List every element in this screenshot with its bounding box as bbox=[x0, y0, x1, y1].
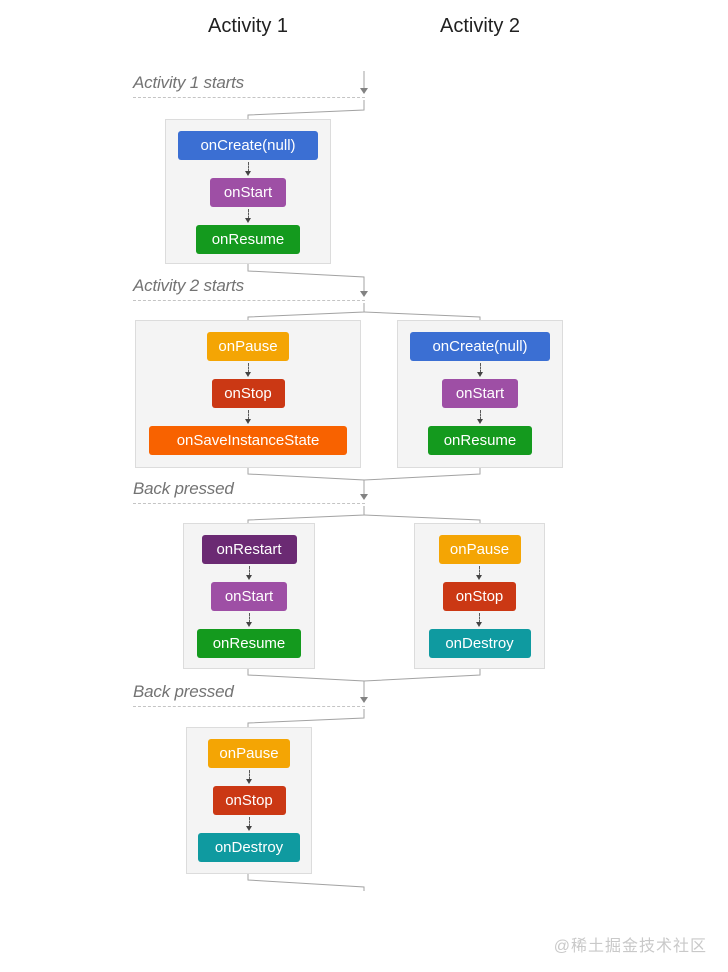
lifecycle-state-onrestart: onRestart bbox=[201, 535, 297, 564]
lifecycle-state-onresume: onResume bbox=[196, 225, 300, 254]
divider-activity-2-starts: Activity 2 starts bbox=[133, 276, 365, 301]
lifecycle-state-onsaveinstancestate: onSaveInstanceState bbox=[149, 426, 347, 455]
lifecycle-state-onpause: onPause bbox=[208, 739, 290, 768]
down-arrow-icon bbox=[476, 410, 485, 424]
down-arrow-icon bbox=[475, 566, 484, 580]
down-arrow-icon bbox=[244, 162, 253, 176]
down-arrow-icon bbox=[244, 410, 253, 424]
divider-label: Activity 1 starts bbox=[133, 73, 244, 92]
divider-activity-1-starts: Activity 1 starts bbox=[133, 73, 365, 98]
lifecycle-state-onpause: onPause bbox=[438, 535, 521, 564]
lifecycle-state-onpause: onPause bbox=[207, 332, 289, 361]
divider-label: Activity 2 starts bbox=[133, 276, 244, 295]
down-arrow-icon bbox=[244, 209, 253, 223]
lifecycle-state-ondestroy: onDestroy bbox=[428, 629, 531, 658]
stage-box-activity2-destroy: onPause onStop onDestroy bbox=[414, 523, 545, 669]
column-header-activity-1: Activity 1 bbox=[207, 15, 289, 37]
down-arrowheads bbox=[360, 88, 368, 703]
lifecycle-state-onstart: onStart bbox=[442, 379, 518, 408]
lifecycle-state-onstop: onStop bbox=[212, 786, 286, 815]
down-arrow-icon bbox=[245, 613, 254, 627]
lifecycle-state-ondestroy: onDestroy bbox=[198, 833, 300, 862]
down-arrow-icon bbox=[244, 363, 253, 377]
down-arrow-icon bbox=[476, 363, 485, 377]
down-arrow-icon bbox=[245, 817, 254, 831]
lifecycle-state-onstart: onStart bbox=[211, 582, 287, 611]
lifecycle-state-onstart: onStart bbox=[210, 178, 286, 207]
divider-back-pressed-2: Back pressed bbox=[133, 682, 365, 707]
stage-box-activity1-destroy: onPause onStop onDestroy bbox=[186, 727, 312, 874]
lifecycle-state-onstop: onStop bbox=[443, 582, 516, 611]
down-arrow-icon bbox=[245, 566, 254, 580]
watermark: @稀土掘金技术社区 bbox=[553, 938, 707, 955]
stage-box-activity2-create: onCreate(null) onStart onResume bbox=[397, 320, 563, 468]
lifecycle-state-onresume: onResume bbox=[197, 629, 301, 658]
lifecycle-state-oncreate: onCreate(null) bbox=[410, 332, 550, 361]
lifecycle-state-onresume: onResume bbox=[428, 426, 532, 455]
column-header-activity-2: Activity 2 bbox=[439, 15, 521, 37]
divider-back-pressed-1: Back pressed bbox=[133, 479, 365, 504]
stage-box-activity1-create: onCreate(null) onStart onResume bbox=[165, 119, 331, 264]
down-arrow-icon bbox=[475, 613, 484, 627]
stage-box-activity1-pause: onPause onStop onSaveInstanceState bbox=[135, 320, 361, 468]
lifecycle-state-onstop: onStop bbox=[211, 379, 285, 408]
stage-box-activity1-restart: onRestart onStart onResume bbox=[183, 523, 315, 669]
down-arrow-icon bbox=[245, 770, 254, 784]
divider-label: Back pressed bbox=[133, 682, 234, 701]
divider-label: Back pressed bbox=[133, 479, 234, 498]
lifecycle-state-oncreate: onCreate(null) bbox=[178, 131, 318, 160]
